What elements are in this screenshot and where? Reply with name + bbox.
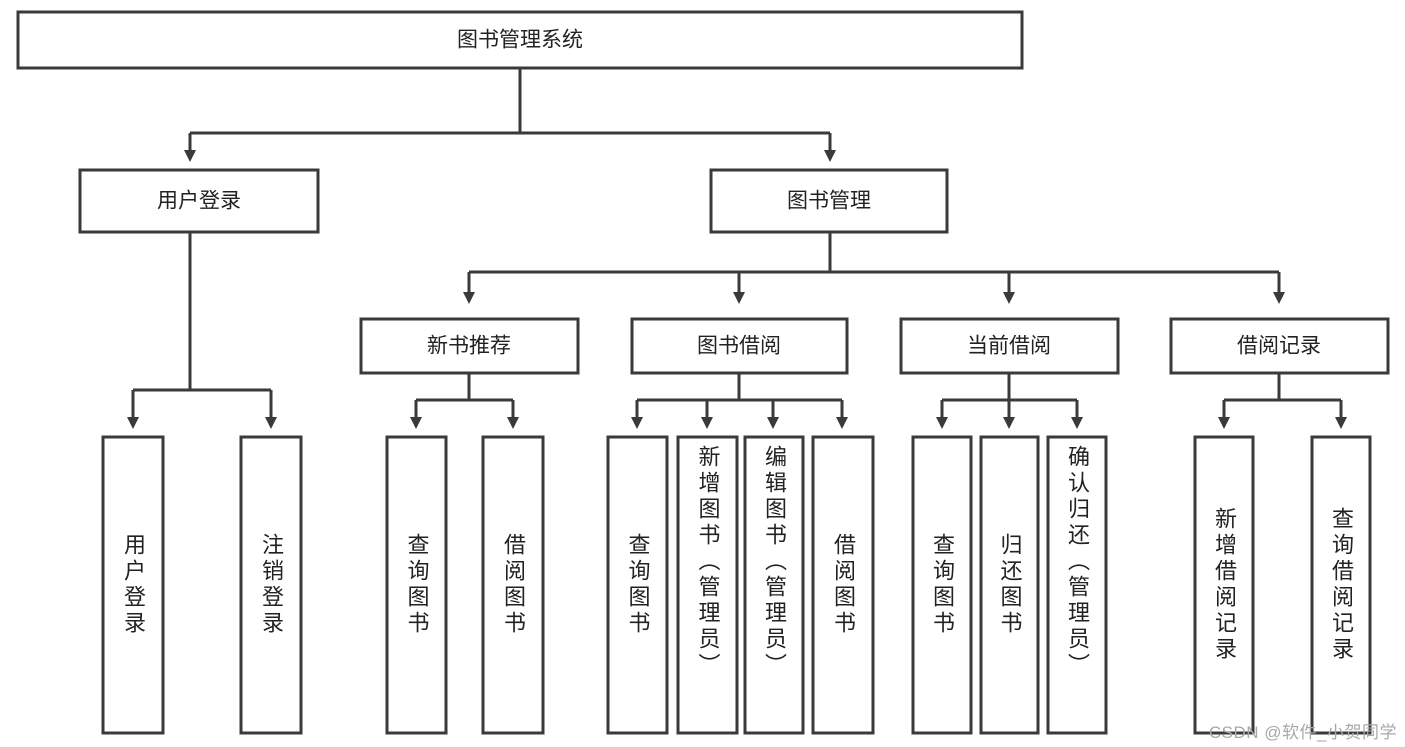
- leaf-boxes: [101, 435, 1372, 735]
- leaf-box-borrow-book-2[interactable]: [811, 435, 875, 735]
- node-book-borrow-label: 图书借阅: [697, 335, 781, 358]
- leaf-box-add-borrow-record[interactable]: [1193, 435, 1255, 735]
- node-book-manage-label: 图书管理: [787, 190, 871, 213]
- node-user-login[interactable]: 用户登录: [78, 168, 320, 234]
- connector-book-manage-to-level3: [463, 232, 1285, 304]
- node-new-book-recommend[interactable]: 新书推荐: [359, 317, 580, 375]
- node-root-label: 图书管理系统: [457, 29, 583, 52]
- connector-new-book-recommend-to-leaves: [410, 373, 519, 429]
- node-book-manage[interactable]: 图书管理: [709, 168, 949, 234]
- leaf-box-confirm-return[interactable]: [1046, 435, 1108, 735]
- connector-root-to-level2: [184, 68, 836, 162]
- leaf-box-add-book-admin[interactable]: [676, 435, 739, 735]
- leaf-box-user-login[interactable]: [101, 435, 165, 735]
- node-root[interactable]: 图书管理系统: [16, 10, 1024, 70]
- connector-borrow-record-to-leaves: [1218, 373, 1347, 429]
- leaf-box-edit-book-admin[interactable]: [743, 435, 805, 735]
- connector-current-borrow-to-leaves: [936, 373, 1083, 429]
- leaf-box-logout-login[interactable]: [239, 435, 303, 735]
- node-borrow-record-label: 借阅记录: [1237, 335, 1321, 358]
- node-current-borrow-label: 当前借阅: [967, 335, 1051, 358]
- node-borrow-record[interactable]: 借阅记录: [1169, 317, 1390, 375]
- connector-book-borrow-to-leaves: [631, 373, 848, 429]
- leaf-box-return-book[interactable]: [979, 435, 1040, 735]
- leaf-box-query-book-3[interactable]: [911, 435, 973, 735]
- node-book-borrow[interactable]: 图书借阅: [630, 317, 849, 375]
- leaf-box-query-book-2[interactable]: [606, 435, 669, 735]
- node-current-borrow[interactable]: 当前借阅: [899, 317, 1120, 375]
- leaf-box-query-borrow-record[interactable]: [1310, 435, 1372, 735]
- csdn-watermark: CSDN @软件_小贺同学: [1208, 723, 1397, 742]
- node-user-login-label: 用户登录: [157, 190, 241, 213]
- leaf-box-query-book-1[interactable]: [385, 435, 448, 735]
- leaf-box-borrow-book-1[interactable]: [481, 435, 545, 735]
- connector-user-login-to-leaves: [127, 232, 277, 429]
- node-new-book-recommend-label: 新书推荐: [427, 335, 511, 358]
